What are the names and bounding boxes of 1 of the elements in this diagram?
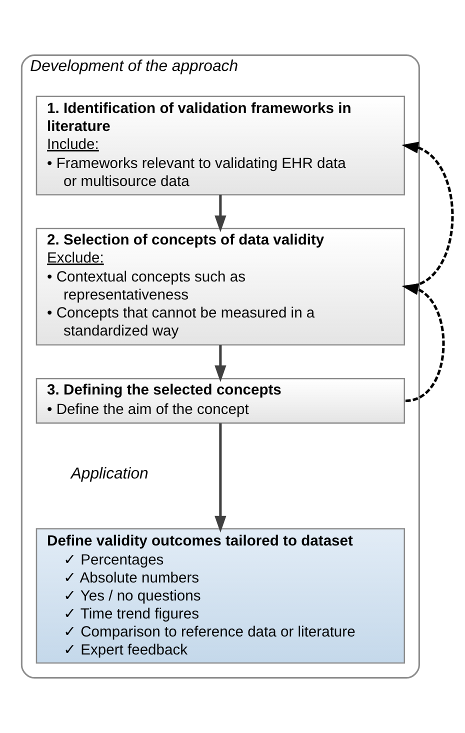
label: Application: [70, 466, 148, 483]
